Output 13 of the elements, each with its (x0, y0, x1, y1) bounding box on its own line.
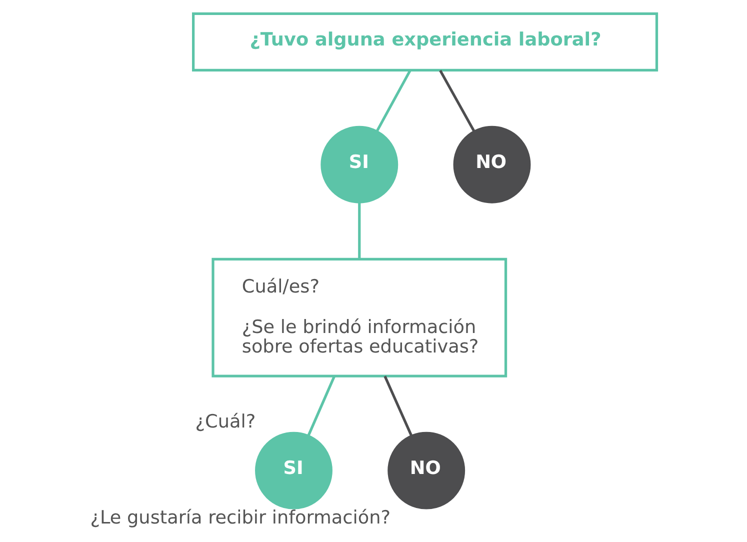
node-box: ¿Tuvo alguna experiencia laboral? (192, 12, 658, 72)
connector (358, 202, 361, 259)
node-circle: SI (320, 126, 398, 204)
connector (376, 70, 412, 132)
connector (384, 376, 412, 436)
connector (439, 70, 476, 132)
node-circle: NO (453, 126, 531, 204)
node-circle: SI (255, 432, 332, 510)
node-box: Cuál/es? ¿Se le brindó información sobre ofertas educativas? (212, 258, 508, 378)
node-circle: NO (388, 432, 466, 510)
node-label: ¿Le gustaría recibir información? (90, 507, 390, 528)
connector (307, 376, 336, 436)
node-label: ¿Cuál? (195, 411, 256, 432)
